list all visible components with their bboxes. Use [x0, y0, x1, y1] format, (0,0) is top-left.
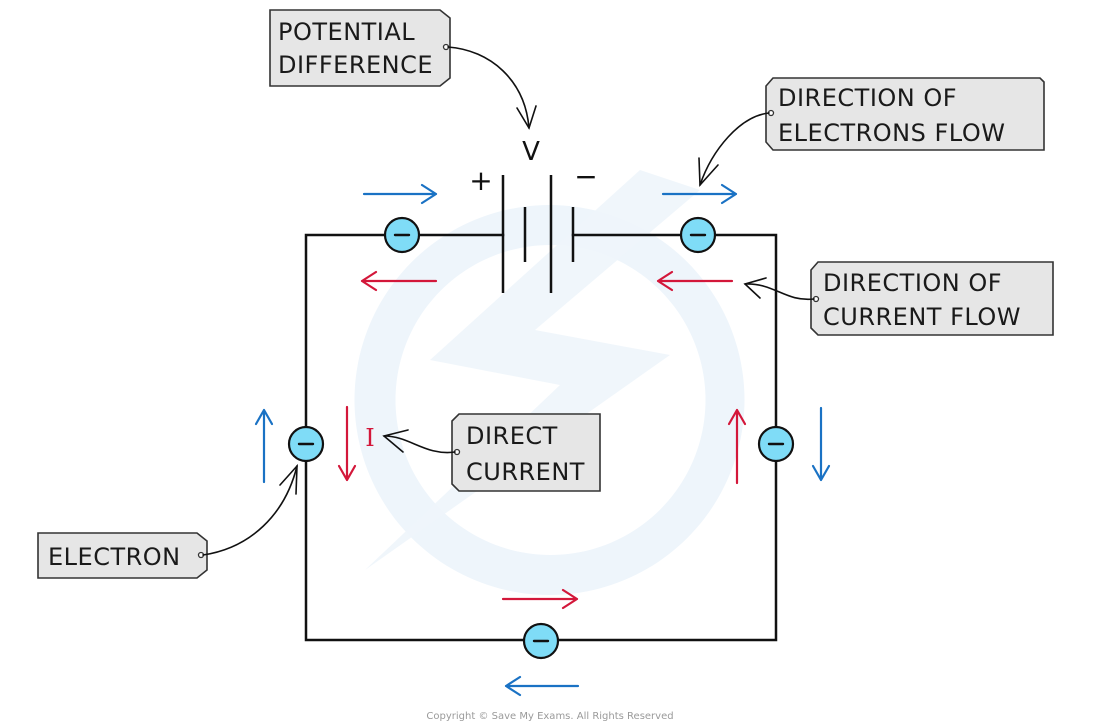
label-text-line-1: DIFFERENCE [278, 51, 433, 79]
label-text-line-1: DIRECT [466, 422, 558, 450]
label-direction-of-current-flow: DIRECTION OF CURRENT FLOW [743, 261, 1054, 336]
label-text-line-2: CURRENT FLOW [823, 303, 1021, 331]
electron-flow-arrow-bottom [504, 675, 580, 697]
label-potential-difference: POTENTIAL DIFFERENCE [269, 9, 537, 130]
pointer-arrow [202, 465, 298, 556]
current-flow-arrow-left [337, 405, 357, 482]
battery: + − V [469, 137, 598, 293]
pointer-arrowhead [382, 429, 409, 453]
electron-left [287, 425, 325, 463]
label-electron: ELECTRON [37, 463, 298, 579]
electron-flow-arrow-top-right [661, 183, 738, 205]
positive-terminal-symbol: + [469, 164, 492, 197]
pointer-arrowhead [279, 463, 298, 495]
current-flow-arrow-top-right [656, 270, 734, 292]
electron-top-right [679, 216, 717, 254]
current-symbol: I [365, 424, 374, 452]
electron-right [757, 425, 795, 463]
pointer-arrow [447, 46, 530, 129]
watermark-logo [354, 170, 745, 595]
electron-bottom [522, 622, 560, 660]
electron-flow-arrow-left [254, 408, 274, 484]
pointer-arrowhead [743, 277, 767, 299]
voltage-symbol: V [522, 137, 540, 167]
label-text-line-1: DIRECTION OF [778, 84, 957, 112]
current-flow-arrow-top-left [360, 270, 438, 292]
copyright-notice: Copyright © Save My Exams. All Rights Re… [426, 711, 673, 722]
label-text-line-1: ELECTRON [48, 543, 181, 571]
electron-flow-arrow-top-left [362, 183, 438, 205]
label-text-line-1: DIRECTION OF [823, 269, 1002, 297]
label-text-line-1: POTENTIAL [278, 18, 415, 46]
current-flow-arrow-right [727, 408, 747, 485]
negative-terminal-symbol: − [574, 160, 597, 193]
pointer-arrow [744, 283, 815, 301]
electron-flow-arrow-right [811, 406, 831, 482]
electron-top-left [383, 216, 421, 254]
pointer-arrow [383, 435, 456, 454]
pointer-arrowhead [698, 157, 719, 188]
pointer-arrow [699, 112, 770, 186]
pointer-arrowhead [516, 105, 537, 130]
label-direction-of-electrons-flow: DIRECTION OF ELECTRONS FLOW [698, 77, 1045, 188]
label-text-line-2: CURRENT [466, 458, 585, 486]
label-text-line-2: ELECTRONS FLOW [778, 119, 1005, 147]
label-direct-current: DIRECT CURRENT [382, 413, 601, 492]
current-flow-arrow-bottom [501, 588, 579, 610]
